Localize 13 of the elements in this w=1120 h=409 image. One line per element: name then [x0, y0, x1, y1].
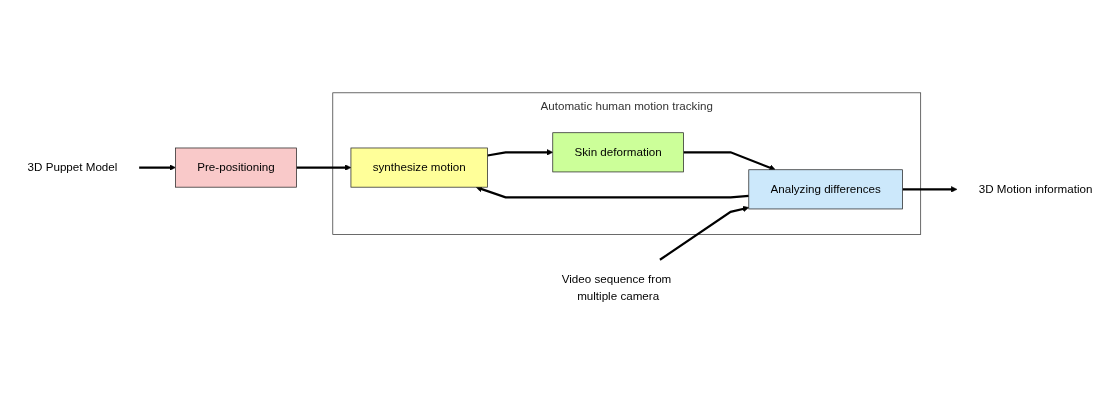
- arrow: [296, 164, 352, 171]
- node-text: 3D Puppet Model: [27, 160, 118, 174]
- node-box: synthesize motion: [350, 147, 488, 188]
- arrow: [139, 164, 176, 171]
- node-text: 3D Motion information: [978, 182, 1093, 196]
- arrow: [902, 186, 958, 193]
- node-box: Analyzing differences: [748, 169, 903, 210]
- arrow: [683, 151, 776, 171]
- arrow: [487, 149, 554, 157]
- node-box: Pre-positioning: [175, 147, 297, 188]
- arrow: [659, 205, 750, 261]
- node-box: Skin deformation: [552, 132, 684, 173]
- node-text: Video sequence from multiple camera: [561, 272, 672, 303]
